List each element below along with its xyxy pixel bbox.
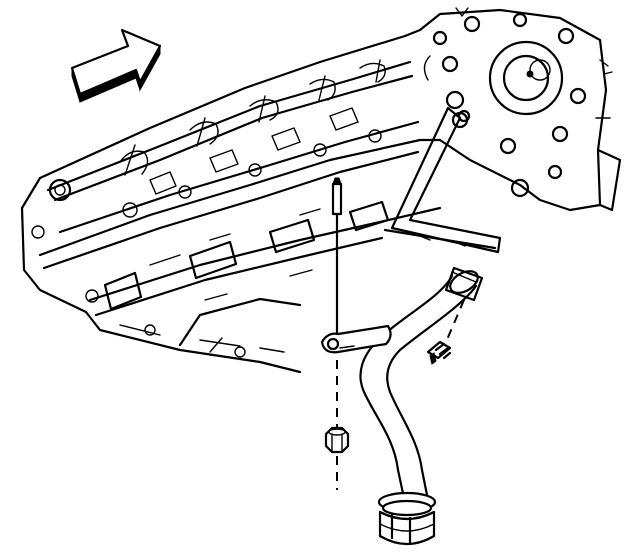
gasket-outline bbox=[383, 90, 502, 254]
oil-strainer bbox=[377, 491, 437, 546]
pickup-tube bbox=[320, 266, 484, 502]
oil-pump-housing bbox=[418, 7, 622, 212]
nut bbox=[324, 426, 350, 490]
stud bbox=[331, 177, 343, 428]
direction-arrow-icon bbox=[70, 28, 162, 103]
engine-block bbox=[20, 28, 442, 374]
mounting-bolt bbox=[426, 299, 465, 365]
